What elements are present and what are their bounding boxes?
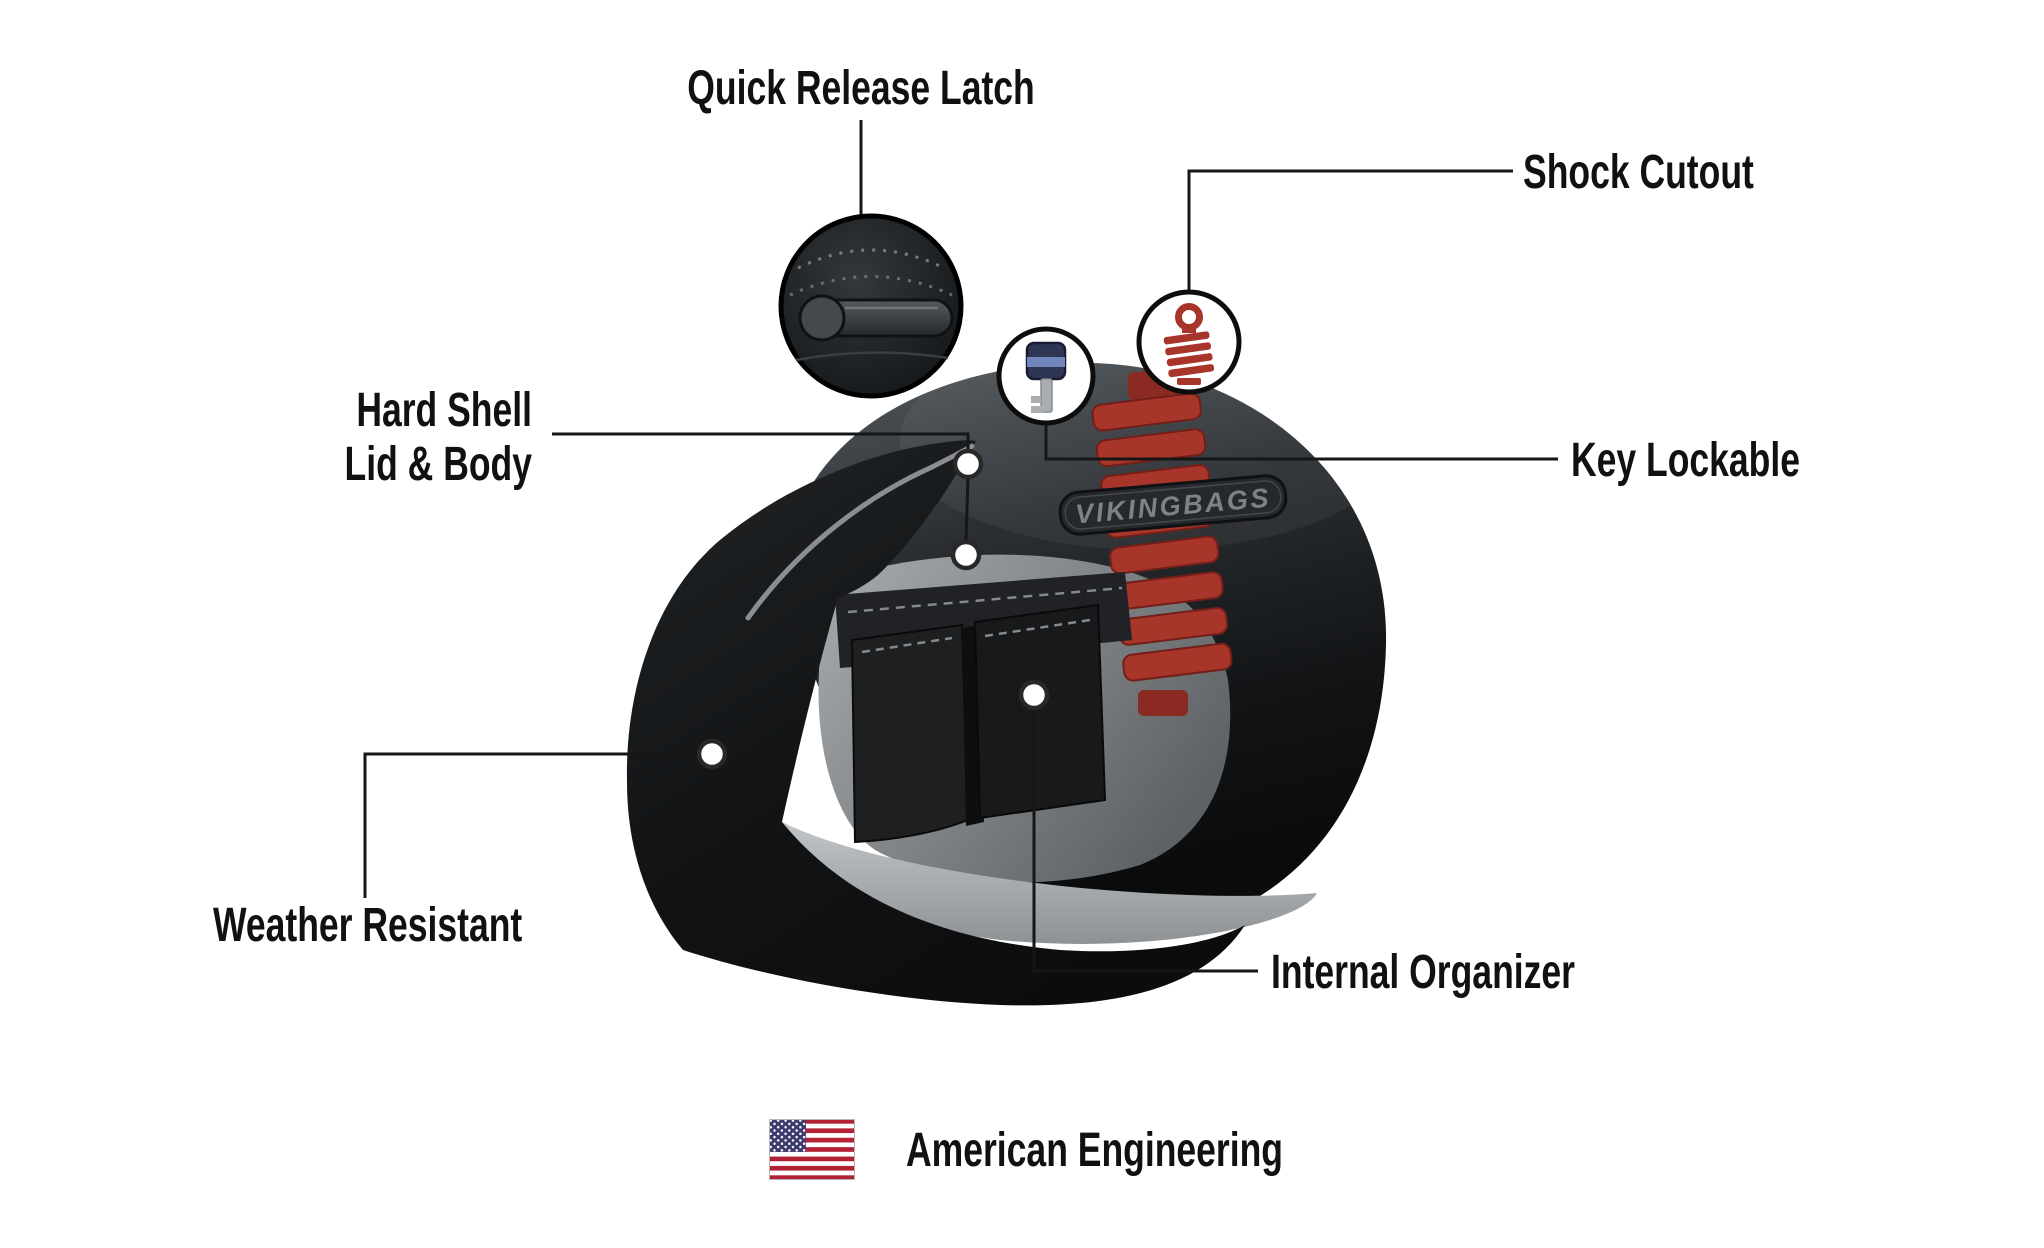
key-icon (996, 326, 1096, 426)
key-head-band (1027, 357, 1065, 367)
marker-hard-shell-body (950, 539, 982, 571)
label-shock-cutout: Shock Cutout (1523, 146, 1835, 200)
label-key-lockable: Key Lockable (1571, 434, 1880, 488)
marker-internal-organizer (1018, 679, 1050, 711)
key-tooth (1031, 406, 1044, 413)
callout-line-weather (363, 752, 699, 898)
pocket-left-stitch (861, 636, 953, 654)
brand-plaque: VIKINGBAGS (1058, 474, 1288, 536)
coil-bar (1109, 535, 1220, 575)
label-weather-resistant: Weather Resistant (213, 899, 631, 953)
label-hard-shell-lid-body: Hard Shell Lid & Body (180, 384, 532, 492)
coil-bar (1091, 392, 1202, 432)
callout-line-key-lockable (1044, 423, 1558, 461)
pocket-right-stitch (984, 618, 1091, 638)
us-flag-icon (769, 1119, 855, 1185)
shock-icon (1136, 289, 1242, 395)
shock-bottom-mount (1138, 690, 1188, 716)
callout-lines (363, 120, 1558, 973)
bag-front-body (626, 440, 1245, 1006)
organizer-pocket-left (850, 623, 970, 844)
callout-line-hard-shell (552, 432, 970, 451)
callout-line-organizer (1032, 708, 1258, 973)
organizer-flap-stitch (847, 586, 1123, 614)
bag-inner-bottom-lip (782, 822, 1317, 944)
label-text: Quick Release Latch (687, 62, 1035, 115)
key-shaft (1040, 378, 1053, 413)
callout-line-shock-cutout (1187, 169, 1513, 292)
internal-organizer-pockets (835, 572, 1132, 844)
label-text: American Engineering (906, 1124, 1284, 1177)
marker-hard-shell-lid (952, 448, 984, 480)
latch-stitch-top (797, 248, 945, 270)
shock-icon-bar (1163, 331, 1210, 345)
shock-icon-coil (1163, 331, 1215, 378)
label-text: Key Lockable (1571, 434, 1801, 487)
coil-bar (1122, 642, 1233, 682)
coil-bar (1095, 428, 1207, 468)
label-text: Lid & Body (344, 437, 532, 491)
label-quick-release-latch: Quick Release Latch (600, 62, 1122, 116)
label-text: Hard Shell (356, 384, 532, 437)
shock-icon-bar (1168, 364, 1215, 378)
label-american-engineering: American Engineering (906, 1124, 1415, 1178)
shock-icon-bar (1166, 353, 1213, 367)
shock-badge-circle (1136, 289, 1242, 395)
shock-icon-base (1177, 378, 1201, 385)
shock-icon-bar (1165, 342, 1212, 356)
latch-knob (798, 294, 846, 342)
organizer-pocket-right (973, 603, 1107, 820)
latch-seam (795, 351, 949, 362)
callout-markers (696, 448, 1050, 770)
key-tooth (1031, 396, 1041, 403)
label-text: Weather Resistant (213, 899, 523, 952)
label-text: Shock Cutout (1523, 146, 1754, 199)
label-text: Internal Organizer (1271, 946, 1575, 999)
brand-plaque-bevel (1064, 480, 1282, 530)
saddlebag-illustration: VIKINGBAGS (626, 330, 1400, 1006)
shock-icon-neck (1182, 326, 1196, 333)
brand-plaque-plate (1058, 474, 1288, 536)
latch-inset-icon (778, 213, 964, 399)
label-internal-organizer: Internal Organizer (1271, 946, 1682, 1000)
callout-line-hard-shell-connector (964, 476, 970, 543)
marker-weather-resistant (696, 738, 728, 770)
